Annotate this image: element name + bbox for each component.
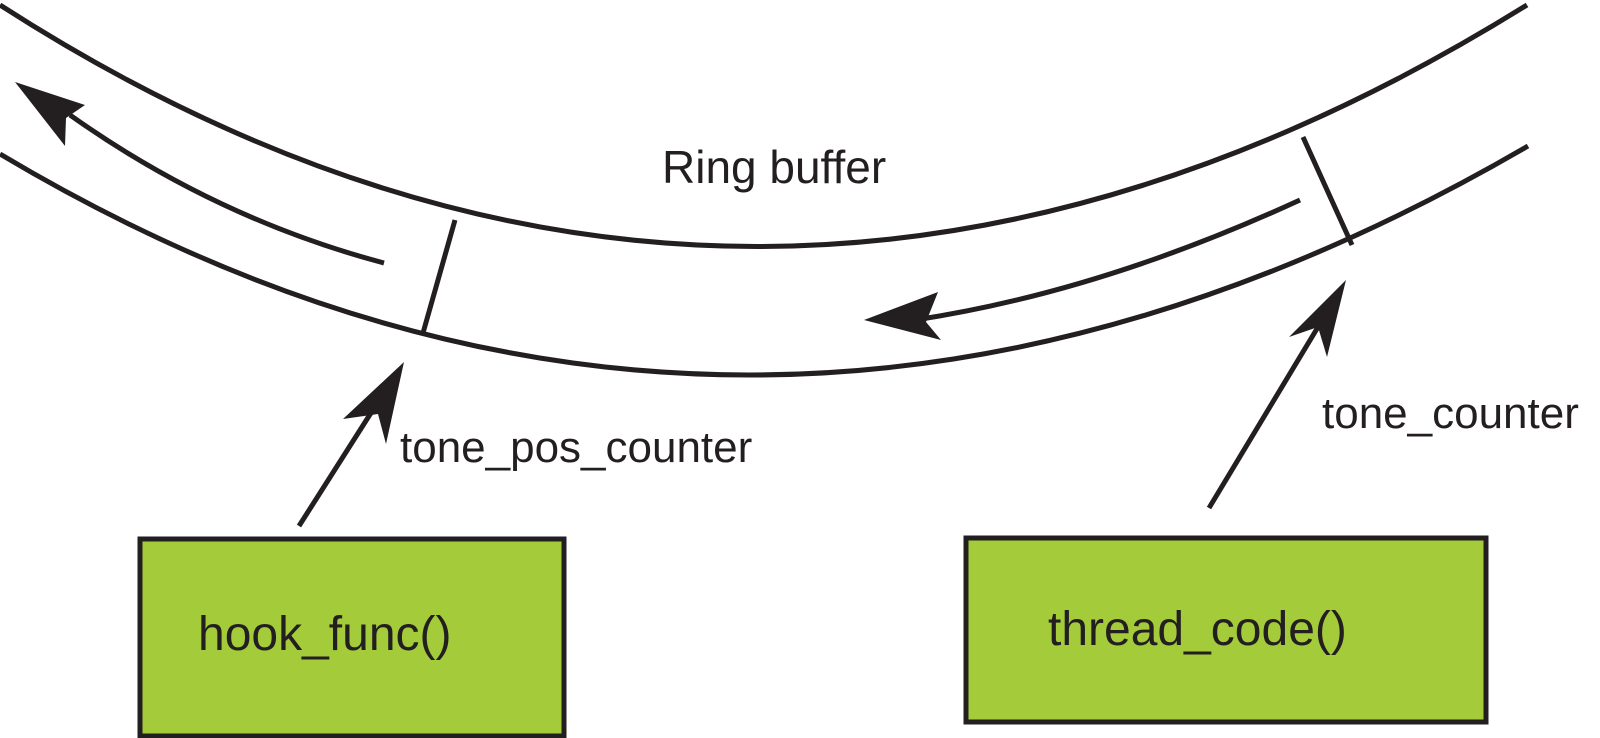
write-pointer-arrow-line <box>1206 325 1321 510</box>
write-pointer-arrowhead <box>1289 280 1346 357</box>
read-pointer-label: tone_pos_counter <box>400 423 752 472</box>
buffer-flow-arrowhead-right <box>864 292 941 340</box>
thread-code-box: thread_code() <box>963 535 1489 725</box>
read-pointer-arrowhead <box>343 362 404 444</box>
write-position-divider <box>1300 135 1355 247</box>
thread-code-label: thread_code() <box>1048 603 1347 656</box>
hook-func-label: hook_func() <box>198 608 451 661</box>
write-pointer-label: tone_counter <box>1322 389 1579 438</box>
read-position-divider <box>420 219 458 334</box>
buffer-flow-arrow-right <box>914 197 1302 323</box>
read-pointer-arrow-line <box>296 403 379 528</box>
buffer-flow-arrowhead-left <box>15 82 85 146</box>
ring-buffer-outer-edge <box>0 2 1529 249</box>
buffer-flow-arrow-left <box>68 112 385 266</box>
hook-func-box: hook_func() <box>137 536 567 738</box>
ring-buffer-label: Ring buffer <box>662 141 886 193</box>
ring-buffer-inner-edge <box>0 143 1530 378</box>
